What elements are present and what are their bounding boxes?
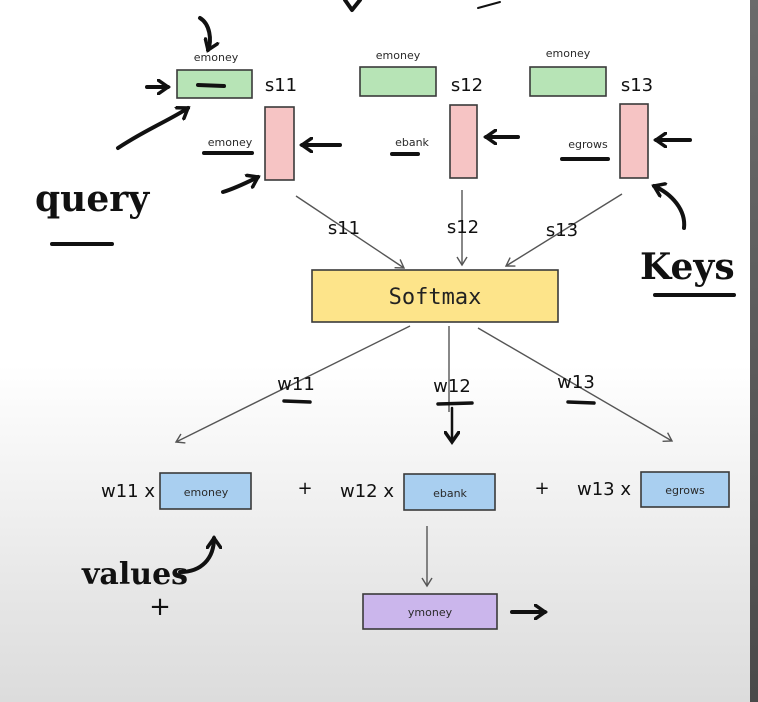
value-box-1	[159, 472, 252, 510]
query-label-1: emoney	[194, 51, 239, 64]
value-coef-1: w11 x	[101, 481, 155, 502]
query-score-3: s13	[621, 75, 653, 96]
ink-underline-w13	[566, 400, 596, 405]
plus-sign-1: +	[297, 478, 312, 499]
value-label-1: emoney	[184, 486, 229, 499]
annotation-keys: Keys	[640, 246, 735, 288]
key-label-1: emoney	[208, 136, 253, 149]
query-box-3	[529, 66, 607, 97]
arrow-w11	[174, 325, 411, 444]
query-score-1: s11	[265, 75, 297, 96]
key-box-2	[449, 104, 478, 179]
key-box-1	[264, 106, 295, 181]
top-arrow-fragment	[343, 0, 362, 12]
value-term-3: w13 x egrows	[577, 471, 730, 508]
query-label-2: emoney	[376, 49, 421, 62]
annotation-plus: +	[149, 592, 171, 622]
weight-label-2: w12	[433, 376, 471, 397]
value-coef-3: w13 x	[577, 479, 631, 500]
arrow-w13	[477, 327, 674, 442]
value-label-3: egrows	[665, 484, 705, 497]
weight-label-1: w11	[277, 374, 315, 395]
key-node-1: emoney	[208, 106, 295, 181]
query-node-3: emoney s13	[529, 47, 653, 97]
ink-underline-query	[196, 83, 226, 88]
query-score-2: s12	[451, 75, 483, 96]
value-box-2	[403, 473, 496, 511]
key-label-3: egrows	[568, 138, 608, 151]
ink-arrow-down-icon	[198, 16, 210, 50]
annotation-values: values	[81, 557, 188, 592]
key-box-3	[619, 103, 649, 179]
query-node-1: emoney s11	[176, 51, 297, 99]
output-box	[362, 593, 498, 630]
plus-sign-2: +	[534, 478, 549, 499]
value-label-2: ebank	[433, 487, 467, 500]
ink-arrow-diagonal-icon	[116, 108, 188, 150]
query-label-3: emoney	[546, 47, 591, 60]
ink-underline-w12	[436, 401, 474, 406]
value-coef-2: w12 x	[340, 481, 394, 502]
ink-arrow-values-icon	[178, 538, 214, 574]
key-node-3: egrows	[568, 103, 649, 179]
annotation-query: query	[35, 178, 150, 220]
value-box-3	[640, 471, 730, 508]
key-label-2: ebank	[395, 136, 429, 149]
value-term-1: w11 x emoney	[101, 472, 252, 510]
window-edge-bar	[750, 0, 758, 702]
ink-underline-w11	[282, 399, 312, 404]
query-box-2	[359, 66, 437, 97]
weight-label-3: w13	[557, 372, 595, 393]
arrow-score-1: s11	[328, 218, 360, 239]
ink-arrow-keys-icon	[654, 186, 687, 230]
output-label: ymoney	[408, 606, 453, 619]
softmax-label: Softmax	[389, 285, 482, 310]
query-node-2: emoney s12	[359, 49, 483, 97]
ink-arrow-to-key-icon	[221, 177, 258, 194]
softmax-box	[311, 269, 559, 323]
arrow-score-3: s13	[546, 220, 578, 241]
value-term-2: w12 x ebank	[340, 473, 496, 511]
arrow-s11	[295, 195, 406, 269]
top-line-fragment	[477, 1, 501, 9]
key-node-2: ebank	[395, 104, 478, 179]
arrow-s13	[504, 193, 623, 267]
arrow-score-2: s12	[447, 217, 479, 238]
